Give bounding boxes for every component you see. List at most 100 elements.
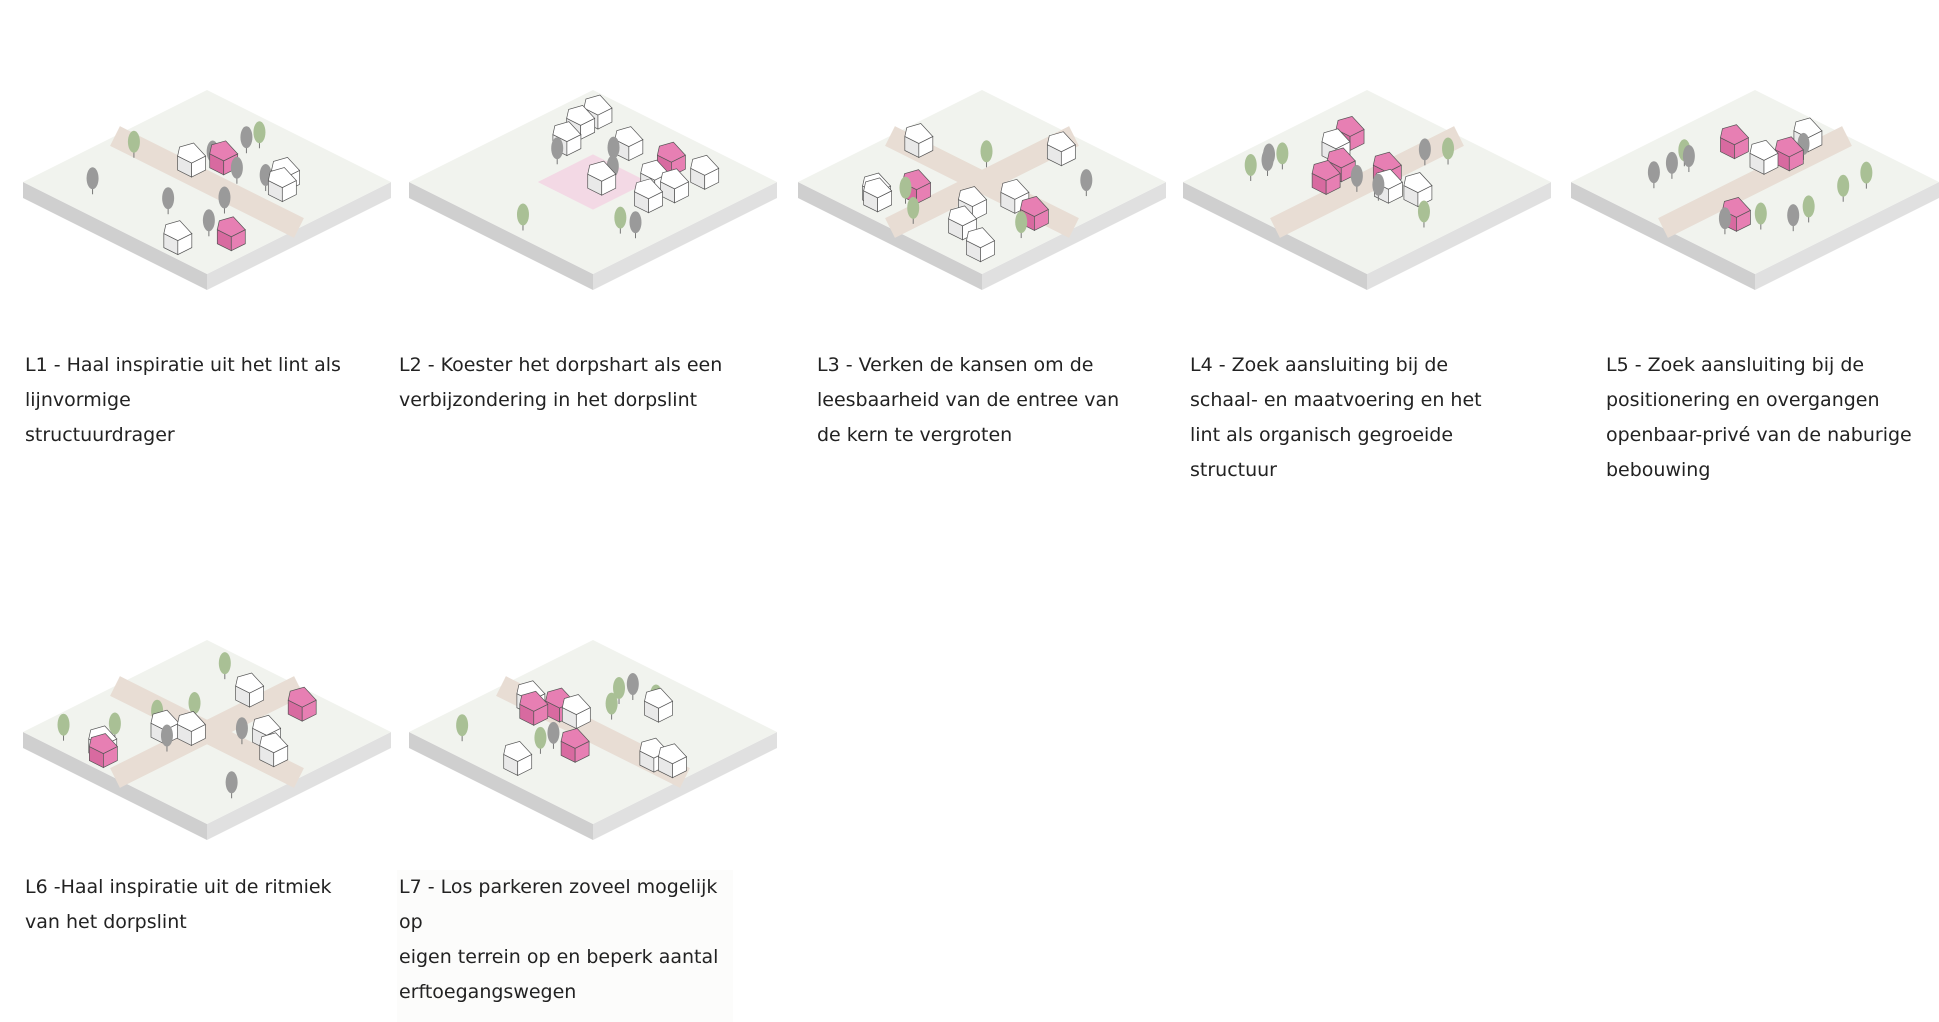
- slab-side-left: [23, 182, 207, 290]
- tree-icon: [1372, 173, 1385, 196]
- slab-side-right: [593, 182, 777, 290]
- tree-icon: [1080, 169, 1093, 192]
- building: [634, 178, 664, 214]
- slab-side-left: [23, 732, 207, 840]
- tree-icon: [1860, 161, 1873, 184]
- building-roof: [614, 126, 644, 147]
- tree-icon: [1682, 145, 1695, 168]
- tree-icon: [1647, 161, 1660, 184]
- tree-icon: [534, 726, 547, 749]
- building-roof: [1335, 115, 1365, 137]
- building-roof: [88, 733, 118, 754]
- diagram-l4: [1182, 50, 1552, 290]
- road: [110, 676, 304, 788]
- building: [177, 142, 207, 178]
- building: [1749, 139, 1779, 175]
- highlighted-building: [1720, 124, 1750, 160]
- building-roof: [1774, 136, 1804, 158]
- slab-side-left: [1183, 182, 1367, 290]
- diagram-l5: [1570, 50, 1939, 290]
- tree-icon: [547, 721, 560, 744]
- slab-side-left: [409, 732, 593, 840]
- building-roof: [560, 727, 590, 749]
- building-roof: [656, 141, 686, 163]
- caption-l5: L5 - Zoek aansluiting bij de positioneri…: [1606, 354, 1912, 481]
- tree-icon: [980, 140, 993, 163]
- highlighted-building: [88, 733, 118, 769]
- tree-icon: [516, 203, 529, 226]
- building-roof: [252, 714, 282, 736]
- tree-icon: [127, 130, 140, 153]
- building-roof: [1046, 131, 1076, 153]
- building: [587, 160, 617, 196]
- building-roof: [660, 168, 690, 190]
- slab-side-left: [1571, 182, 1755, 290]
- building: [1403, 172, 1433, 208]
- building-roof: [863, 177, 893, 199]
- tree-icon: [188, 692, 201, 715]
- building-roof: [177, 142, 207, 164]
- slab-side-right: [207, 182, 391, 290]
- slab-side-right: [593, 732, 777, 840]
- tree-icon: [899, 176, 912, 199]
- diagram-l6: [22, 600, 392, 840]
- building: [948, 205, 978, 241]
- building-roof: [1019, 196, 1049, 217]
- tree-icon: [626, 673, 639, 696]
- building: [235, 672, 265, 708]
- tree-icon: [1244, 153, 1257, 176]
- diagram-l7: [408, 600, 778, 840]
- building-roof: [259, 732, 289, 754]
- tree-icon: [1350, 164, 1363, 187]
- building-roof: [966, 227, 996, 249]
- building: [660, 168, 690, 204]
- highlighted-building: [287, 686, 317, 722]
- building: [267, 167, 297, 203]
- building-roof: [163, 220, 193, 242]
- building-roof: [561, 694, 591, 715]
- tree-icon: [614, 206, 627, 229]
- highlighted-building: [519, 690, 549, 726]
- building-roof: [658, 743, 688, 765]
- tree-icon: [1418, 138, 1431, 161]
- building-roof: [235, 672, 265, 694]
- tree-icon: [551, 137, 564, 160]
- caption-l7: L7 - Los parkeren zoveel mogelijk op eig…: [397, 870, 733, 1022]
- building-roof: [958, 186, 988, 207]
- building-roof: [1326, 147, 1356, 169]
- tree-icon: [1015, 211, 1028, 234]
- road: [885, 126, 1079, 238]
- building: [503, 741, 533, 777]
- building: [690, 154, 720, 190]
- building: [566, 104, 596, 140]
- tree-icon: [613, 677, 626, 700]
- building-roof: [904, 123, 934, 144]
- slab-side-right: [207, 732, 391, 840]
- building: [259, 732, 289, 768]
- slab-side-left: [798, 182, 982, 290]
- tree-icon: [907, 196, 920, 219]
- road: [1658, 126, 1852, 238]
- building-roof: [690, 154, 720, 176]
- tree-icon: [57, 713, 70, 736]
- building-roof: [1720, 124, 1750, 146]
- tree-icon: [456, 714, 469, 737]
- building: [1046, 131, 1076, 167]
- building: [863, 177, 893, 213]
- building-roof: [287, 686, 317, 708]
- highlighted-building: [1774, 136, 1804, 172]
- tree-icon: [108, 712, 121, 735]
- slab-side-right: [982, 182, 1166, 290]
- caption-l6: L6 -Haal inspiratie uit de ritmiek van h…: [25, 876, 332, 933]
- tree-icon: [1276, 142, 1289, 165]
- building-roof: [634, 178, 664, 200]
- highlighted-building: [1311, 160, 1341, 195]
- building-roof: [644, 687, 674, 709]
- building-roof: [1403, 172, 1433, 193]
- diagram-l2: [408, 50, 778, 290]
- tree-icon: [1442, 137, 1455, 160]
- building-roof: [552, 121, 582, 143]
- diagram-l3: [797, 50, 1167, 290]
- tree-icon: [607, 136, 620, 159]
- tree-icon: [1802, 195, 1815, 218]
